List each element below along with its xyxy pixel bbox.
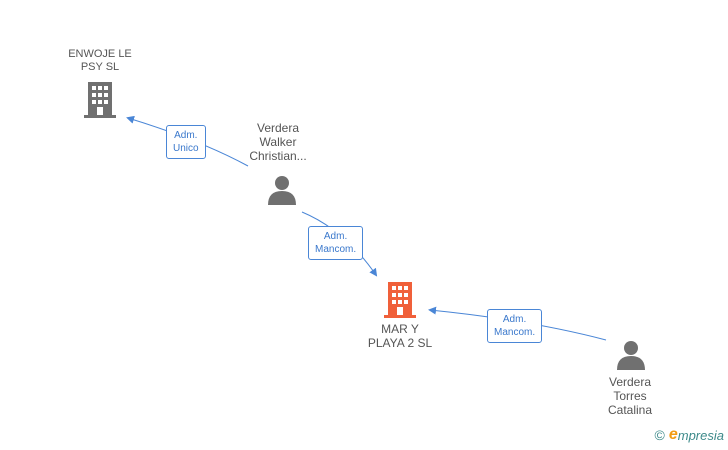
edge-label-adm-mancom: Adm. Mancom. (308, 226, 364, 260)
brand-e: e (668, 426, 678, 443)
edge-label-adm-mancom: Adm. Mancom. (487, 309, 543, 343)
building-icon[interactable] (84, 82, 116, 118)
person-icon[interactable] (267, 175, 297, 205)
building-icon[interactable] (384, 282, 416, 318)
node-label-mar-y-playa-2-sl: MAR Y PLAYA 2 SL (367, 322, 433, 350)
person-icon[interactable] (616, 340, 646, 370)
copyright-icon: © (654, 427, 665, 443)
node-label-verdera-torres-catalina: Verdera Torres Catalina (607, 375, 653, 417)
edge-label-adm-unico: Adm. Unico (166, 125, 206, 159)
node-label-enwoje-le-psy-sl: ENWOJE LE PSY SL (68, 48, 132, 73)
node-label-verdera-walker-christian: Verdera Walker Christian... (249, 121, 307, 163)
brand-name: mpresia (677, 427, 724, 443)
